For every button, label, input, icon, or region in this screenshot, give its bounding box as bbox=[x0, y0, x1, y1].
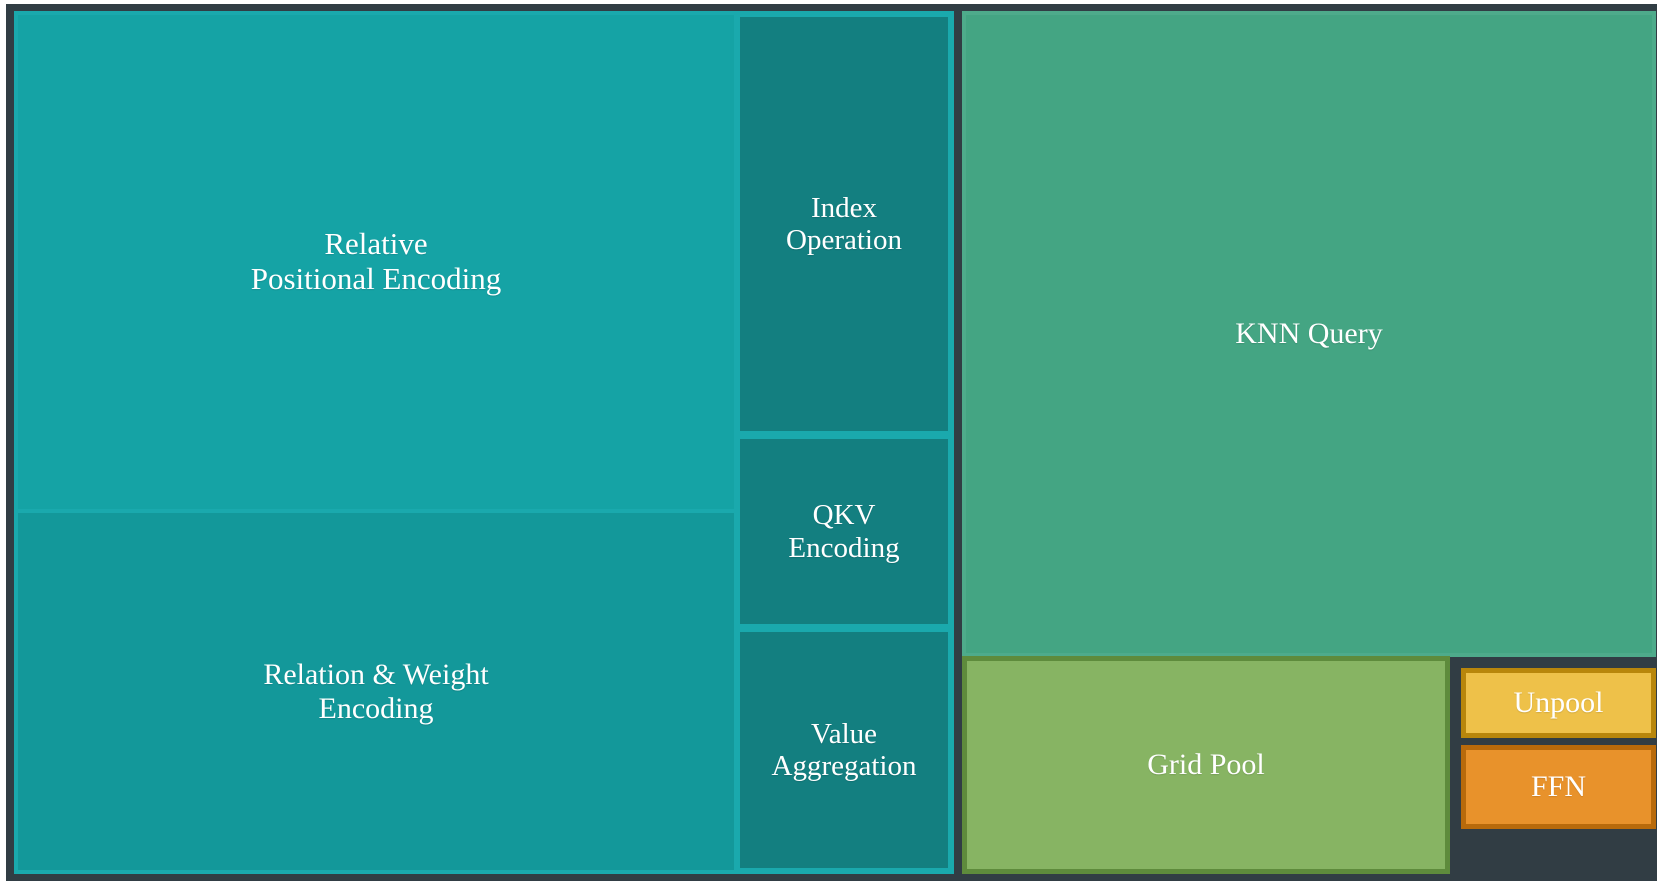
treemap-node-knn-query[interactable]: KNN Query bbox=[966, 15, 1652, 653]
treemap-node-label: FFN bbox=[1530, 770, 1587, 804]
treemap-node-label: QKV Encoding bbox=[788, 499, 900, 564]
treemap-node-ffn[interactable]: FFN bbox=[1461, 745, 1656, 829]
treemap-node-label: Index Operation bbox=[786, 191, 902, 256]
treemap-node-unpool[interactable]: Unpool bbox=[1461, 668, 1656, 738]
treemap-node-label: KNN Query bbox=[1235, 317, 1383, 351]
treemap-node-label: Unpool bbox=[1513, 686, 1604, 720]
treemap-node-qkv-encoding[interactable]: QKV Encoding bbox=[738, 437, 950, 626]
treemap-node-relative-positional-encoding[interactable]: Relative Positional Encoding bbox=[18, 15, 734, 509]
treemap-node-index-operation[interactable]: Index Operation bbox=[738, 15, 950, 433]
treemap-node-label: Value Aggregation bbox=[771, 717, 917, 782]
treemap-node-label: Relation & Weight Encoding bbox=[263, 657, 489, 725]
treemap-node-grid-pool[interactable]: Grid Pool bbox=[962, 656, 1450, 874]
treemap-node-value-aggregation[interactable]: Value Aggregation bbox=[738, 630, 950, 870]
treemap-node-relation-weight-encoding[interactable]: Relation & Weight Encoding bbox=[18, 513, 734, 870]
treemap-node-label: Relative Positional Encoding bbox=[250, 226, 502, 296]
treemap-node-label: Grid Pool bbox=[1147, 748, 1265, 782]
